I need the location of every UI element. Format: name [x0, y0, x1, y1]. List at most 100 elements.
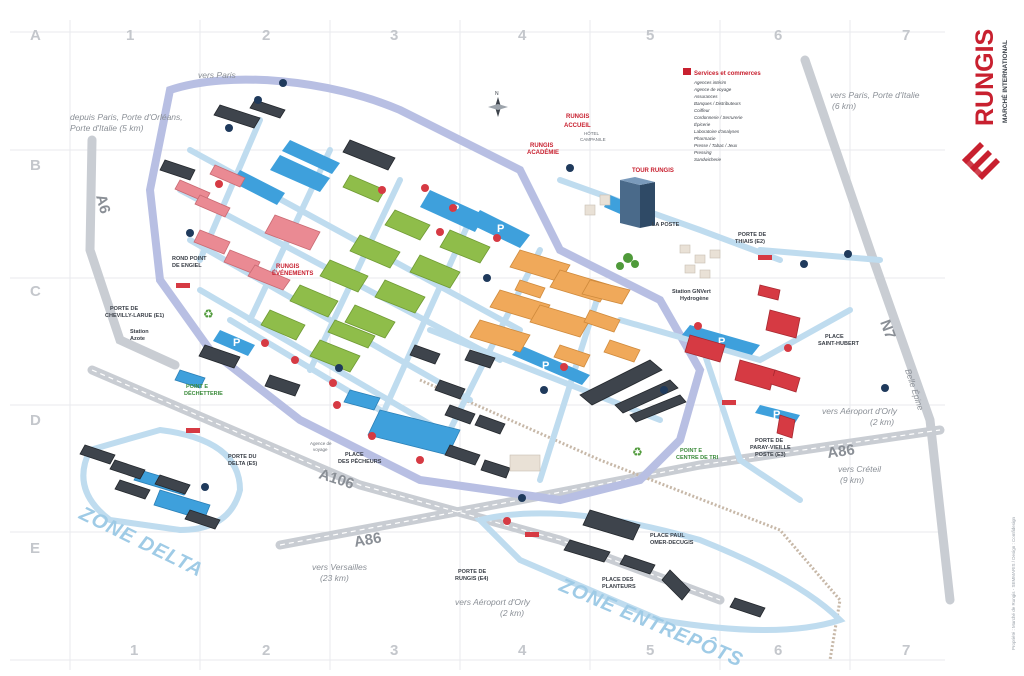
toll-gate-icons: [176, 255, 772, 537]
dir-vers-versailles-1: vers Versailles: [312, 562, 368, 572]
svg-text:P: P: [497, 223, 504, 235]
place-porte-paray-3: POSTE (E3): [755, 452, 786, 458]
service-item: Coiffeur: [694, 108, 710, 113]
place-porte-chevilly-1: PORTE DE: [110, 306, 138, 312]
brand-name: RUNGIS: [971, 29, 999, 126]
grid-bottom-4: 4: [518, 642, 527, 659]
green-buildings: [260, 174, 491, 373]
place-agence-voyage-2: voyage: [313, 447, 328, 452]
place-rungis-evenements-2: ÉVÉNEMENTS: [272, 269, 313, 277]
service-item: Assurances: [693, 94, 718, 99]
road-a106-label: A106: [317, 466, 356, 493]
brand-subtitle: MARCHÉ INTERNATIONAL: [1000, 40, 1009, 123]
place-porte-rungis-1: PORTE DE: [458, 569, 486, 575]
place-paul-1: PLACE PAUL: [650, 533, 685, 539]
dir-vers-orly-bottom-2: (2 km): [500, 608, 524, 618]
ring-road: [145, 75, 705, 505]
orange-buildings: [469, 249, 641, 368]
place-la-poste: LA POSTE: [652, 222, 680, 228]
grid-bottom-6: 6: [774, 642, 782, 659]
services-legend: Services et commerces Agences intérim Ag…: [683, 68, 761, 162]
grid-col-2: 2: [262, 27, 270, 44]
bus-stop-icons: [186, 79, 889, 502]
recycle-icon: ♻: [632, 445, 643, 459]
dir-vers-paris: vers Paris: [198, 70, 237, 80]
svg-text:N: N: [495, 91, 499, 97]
service-item: Pressing: [694, 150, 712, 155]
dir-vers-orly-bottom-1: vers Aéroport d'Orly: [455, 597, 531, 607]
grid-bottom-2: 2: [262, 642, 270, 659]
place-planteurs-2: PLANTEURS: [602, 584, 636, 590]
road-n7-label: N7: [876, 318, 899, 342]
grid-row-b: B: [30, 157, 41, 174]
road-a86-left-label: A86: [353, 529, 383, 551]
place-saint-hubert-1: PLACE: [825, 334, 844, 340]
dir-vers-creteil-2: (9 km): [840, 475, 864, 485]
service-item: Cordonnerie / Serrurerie: [694, 115, 743, 120]
service-item: Banques / Distributeurs: [694, 101, 742, 106]
place-pecheurs-2: DES PÊCHEURS: [338, 457, 382, 465]
place-porte-chevilly-2: CHEVILLY-LARUE (E1): [105, 313, 164, 319]
service-item: Agence de voyage: [693, 87, 732, 92]
service-item: Sandwicherie: [694, 157, 722, 162]
grid-row-e: E: [30, 540, 40, 557]
compass-icon: N: [488, 91, 508, 117]
place-saint-hubert-2: SAINT-HUBERT: [818, 341, 860, 347]
grid-row-c: C: [30, 283, 41, 300]
svg-text:P: P: [542, 360, 549, 372]
dir-vers-orly-right-2: (2 km): [870, 417, 894, 427]
dir-vers-paris-italie-1: vers Paris, Porte d'Italie: [830, 90, 920, 100]
dir-vers-orly-right-1: vers Aéroport d'Orly: [822, 406, 898, 416]
brand-logo: RUNGIS MARCHÉ INTERNATIONAL: [962, 29, 1009, 180]
map-grid: [10, 20, 945, 670]
place-hotel-1: HÔTEL: [584, 130, 600, 136]
grid-bottom-3: 3: [390, 642, 398, 659]
grid-col-1: 1: [126, 27, 134, 44]
place-rungis-academie-2: ACADÉMIE: [527, 148, 559, 156]
services-title: Services et commerces: [694, 71, 761, 77]
road-a6-label: A6: [92, 193, 113, 216]
place-porte-paray-2: PARAY-VIEILLE: [750, 445, 791, 451]
grid-row-d: D: [30, 412, 41, 429]
pink-buildings: [174, 164, 321, 291]
service-item: Épicerie: [694, 121, 711, 127]
svg-text:P: P: [718, 336, 725, 348]
service-item: Agences intérim: [693, 80, 727, 85]
service-item: Pharmacie: [694, 136, 716, 141]
grid-col-3: 3: [390, 27, 398, 44]
place-station-azote-2: Azote: [130, 336, 145, 342]
service-item: Laboratoire d'analyses: [694, 129, 740, 134]
map-credit: Propriété : Marché de Rungis - SEMMARIS …: [1011, 516, 1016, 650]
place-point-tri-1: POINT E: [680, 448, 702, 454]
beige-houses: [509, 194, 721, 472]
dir-depuis-paris-2: Porte d'Italie (5 km): [70, 123, 144, 133]
rungis-logo-mark: [962, 142, 1000, 180]
place-porte-delta-1: PORTE DU: [228, 454, 256, 460]
place-rond-point-1: ROND POINT: [172, 256, 207, 262]
service-item: Presse / Tabac / Jeux: [694, 143, 738, 148]
grid-bottom-5: 5: [646, 642, 654, 659]
trees: [616, 253, 639, 270]
place-porte-paray-1: PORTE DE: [755, 438, 783, 444]
place-porte-thiais-2: THIAIS (E2): [735, 239, 765, 245]
red-buildings: [684, 284, 801, 439]
grid-bottom-1: 1: [130, 642, 138, 659]
place-porte-delta-2: DELTA (E5): [228, 461, 257, 467]
grid-col-4: 4: [518, 27, 527, 44]
grid-col-a: A: [30, 27, 41, 44]
dir-vers-paris-italie-2: (6 km): [832, 101, 856, 111]
place-planteurs-1: PLACE DES: [602, 577, 634, 583]
place-rungis-academie-1: RUNGIS: [530, 143, 553, 149]
dir-vers-creteil-1: vers Créteil: [838, 464, 882, 474]
place-rungis-evenements-1: RUNGIS: [276, 264, 299, 270]
place-paul-2: OMER-DECUGIS: [650, 540, 694, 546]
place-agence-voyage-1: Agence de: [310, 441, 332, 446]
place-dechetterie-1: POINT E: [186, 384, 208, 390]
place-porte-rungis-2: RUNGIS (E4): [455, 576, 488, 582]
place-hotel-2: CAMPANILE: [580, 137, 606, 142]
place-point-tri-2: CENTRE DE TRI: [676, 455, 719, 461]
recycle-icon: ♻: [203, 307, 214, 321]
grid-col-6: 6: [774, 27, 782, 44]
place-pecheurs-1: PLACE: [345, 452, 364, 458]
